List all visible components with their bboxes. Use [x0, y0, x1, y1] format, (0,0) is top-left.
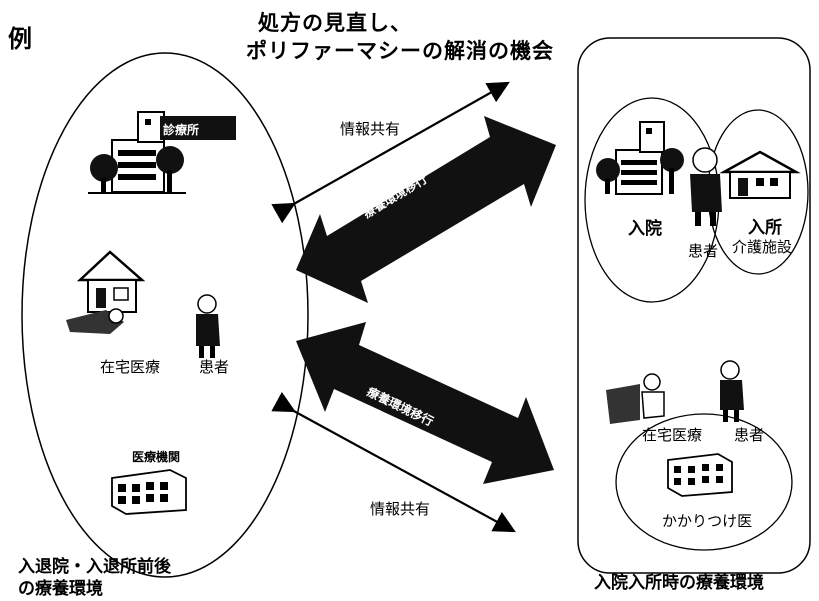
- right-environment-box: [577, 37, 811, 574]
- info-share-arrow-top: [271, 81, 510, 224]
- title-line1: 処方の見直し、: [258, 11, 412, 35]
- patient-label-bottom-right: 患者: [734, 426, 765, 444]
- transition-arrow-top: [296, 116, 556, 303]
- left-caption-line2: の療養環境: [18, 579, 103, 599]
- example-label: 例: [8, 25, 33, 53]
- home-care-label-right: 在宅医療: [642, 426, 703, 444]
- patient-label-top-right: 患者: [688, 242, 719, 260]
- info-share-arrow-bottom: [271, 391, 516, 533]
- home-care-label-left: 在宅医療: [100, 358, 161, 376]
- facility-label-line1: 入所: [748, 218, 782, 238]
- patient-icon-bottom-right: [720, 360, 744, 422]
- left-environment-ellipse: [21, 52, 309, 578]
- admission-label: 入院: [628, 219, 662, 239]
- patient-label-left: 患者: [199, 358, 230, 376]
- clinic-sign-icon: [160, 116, 236, 140]
- family-doctor-clinic-icon: [667, 453, 733, 497]
- family-doctor-ellipse: [615, 413, 793, 551]
- home-care-doctor-icon: [606, 373, 665, 424]
- title-line2: ポリファーマシーの解消の機会: [246, 39, 554, 63]
- medical-institution-icon: [111, 469, 187, 515]
- patient-icon-left: [196, 294, 220, 358]
- hospital-building-icon: [596, 121, 684, 195]
- facility-label-line2: 介護施設: [732, 238, 793, 256]
- transition-arrow-bottom: [296, 322, 554, 484]
- family-doctor-label: かかりつけ医: [662, 512, 753, 530]
- medical-institution-label: 医療機関: [132, 450, 181, 464]
- clinic-building-icon: [88, 111, 186, 194]
- right-caption: 入院入所時の療養環境: [594, 573, 764, 593]
- patient-icon-top-right: [690, 147, 722, 226]
- left-caption-line1: 入退院・入退所前後: [18, 557, 171, 577]
- info-share-label-top: 情報共有: [340, 120, 401, 138]
- care-facility-house-icon: [719, 150, 801, 199]
- home-care-house-icon: [66, 250, 146, 334]
- clinic-label: 診療所: [163, 123, 200, 137]
- info-share-label-bottom: 情報共有: [370, 500, 431, 518]
